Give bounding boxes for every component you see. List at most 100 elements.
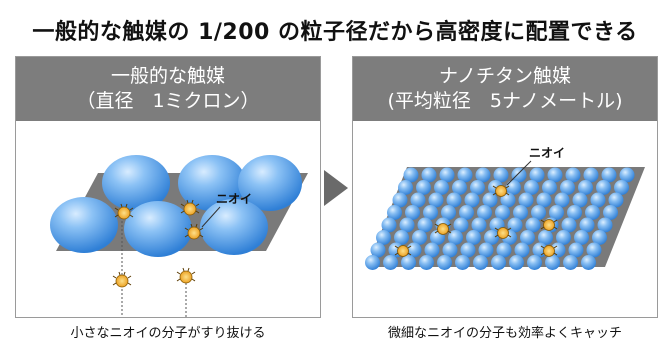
nano-particle [529,167,545,183]
nano-particle [500,192,516,208]
nano-particle [471,217,487,233]
nano-particle [477,205,492,220]
nano-particle [496,242,512,258]
large-particle [102,155,170,211]
nano-particle [597,217,613,233]
odor-molecule-icon [434,223,452,235]
odor-molecule-icon [540,245,558,257]
conventional-catalyst-panel: 一般的な触媒 （直径 1ミクロン） [15,56,321,318]
nano-particle [428,192,444,208]
odor-label: ニオイ [216,192,252,206]
nano-particle [419,255,434,270]
nano-particle [583,167,599,183]
nano-particle [572,192,588,208]
nano-particle [518,192,534,208]
nano-particle [507,217,523,233]
nano-particle [491,255,506,270]
nano-particle [493,167,509,183]
nano-particle [412,230,427,245]
nano-particle [495,205,510,220]
nano-particle [392,192,408,208]
conventional-catalyst-illustration: ニオイ [50,155,308,317]
nano-particle [514,242,530,258]
nano-particle [547,167,563,183]
nano-particle [579,217,595,233]
nano-particle [565,167,581,183]
nano-particle [619,167,635,183]
nano-titanium-catalyst-size: (平均粒径 5ナノメートル) [387,90,623,112]
nano-particle [416,180,431,195]
odor-molecule-icon [494,227,512,239]
nano-particle [423,205,438,220]
nano-particle [381,217,397,233]
nano-particle [520,230,535,245]
nano-particle [478,242,494,258]
nano-particle [365,255,380,270]
nano-particle [417,217,433,233]
nano-particle [410,192,426,208]
nano-particle [581,255,596,270]
odor-molecule-icon [180,199,200,216]
nano-particle [376,230,391,245]
nano-particle [441,205,456,220]
nano-particle [608,192,624,208]
nano-particle [578,180,593,195]
nano-particle [470,180,485,195]
nano-particle [563,255,578,270]
nano-particle [466,230,481,245]
odor-molecule-icon [492,185,510,197]
large-particle [124,201,192,257]
nano-particle [405,205,420,220]
nano-particle [398,180,413,195]
odor-label: ニオイ [529,146,565,160]
nano-particle [442,242,458,258]
nano-particle [439,167,455,183]
conventional-catalyst-caption: 小さなニオイの分子がすり抜ける [70,326,266,341]
nano-particle [394,230,409,245]
large-particle [238,155,302,211]
nano-particle [603,205,618,220]
nano-particle [549,205,564,220]
nano-particle [561,217,577,233]
nano-particle [484,230,499,245]
nano-particle [601,167,617,183]
nano-particle [545,255,560,270]
nano-particle [446,192,462,208]
nano-titanium-catalyst-name: ナノチタン触媒 [438,65,572,87]
nano-particle [424,242,440,258]
conventional-catalyst-header: 一般的な触媒 （直径 1ミクロン） [16,57,320,121]
nano-particle [383,255,398,270]
nano-particle [531,205,546,220]
odor-molecule-icon [394,245,412,257]
nano-titanium-catalyst-illustration: ニオイ [365,146,645,270]
nano-particle [568,242,584,258]
odor-molecule-icon [114,203,134,220]
nano-particle [596,180,611,195]
nano-particle [370,242,386,258]
large-particle [178,155,246,211]
nano-particle [434,180,449,195]
nano-particle [455,255,470,270]
large-particle [200,199,268,255]
diagram-title: 一般的な触媒の 1/200 の粒子径だから高密度に配置できる [32,20,638,45]
nano-titanium-catalyst-header: ナノチタン触媒 (平均粒径 5ナノメートル) [353,57,657,121]
odor-molecule-icon [184,223,204,240]
nano-particle [556,230,571,245]
nano-particle [554,192,570,208]
odor-molecule-icon [540,219,558,231]
nano-particle [524,180,539,195]
nano-particle [513,205,528,220]
odor-molecule-icon [176,267,196,284]
large-particle [50,197,118,253]
nano-particle [509,255,524,270]
nano-particle [452,180,467,195]
nano-particle [614,180,629,195]
nano-particle [460,242,476,258]
nano-particle [421,167,437,183]
nano-particle [473,255,488,270]
nano-particle [574,230,589,245]
nano-particle [459,205,474,220]
nano-particle [401,255,416,270]
nano-particle [475,167,491,183]
odor-molecule-icon [112,271,132,288]
